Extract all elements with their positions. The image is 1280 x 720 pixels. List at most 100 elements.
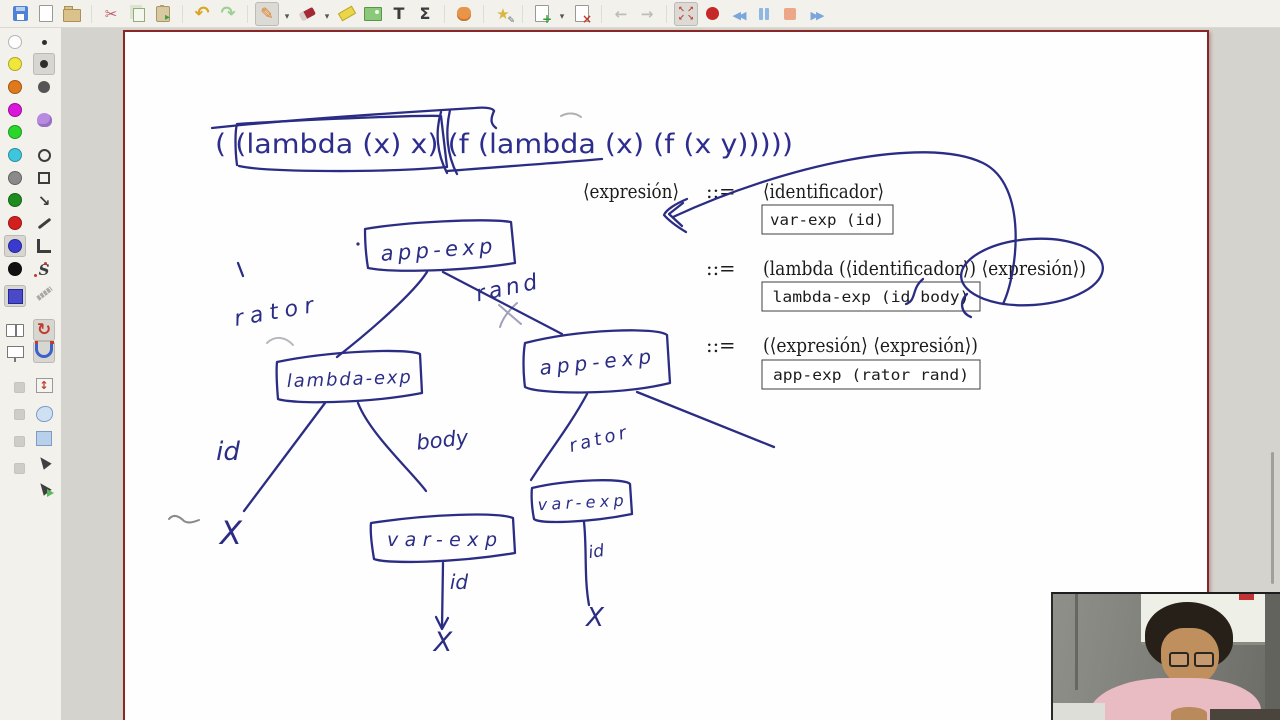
fullscreen-icon: [677, 6, 695, 22]
eraser-blob-button[interactable]: [33, 109, 55, 131]
lambda-highlight-box: [234, 114, 449, 173]
star-pencil-icon: [496, 5, 509, 23]
draw-spline-button[interactable]: [33, 258, 55, 280]
lasso-selection-button[interactable]: [33, 403, 55, 425]
color-cyan-button[interactable]: [4, 144, 26, 166]
new-document-icon: [39, 5, 53, 22]
rewind-button[interactable]: [726, 2, 750, 26]
color-swatch-icon: [8, 125, 22, 139]
color-swatch-icon: [8, 239, 22, 253]
toolbar-separator: [666, 4, 667, 23]
color-green-button[interactable]: [4, 121, 26, 143]
draw-arrow-button[interactable]: [33, 189, 55, 211]
lambda-highlight-hook: [490, 109, 498, 130]
fullscreen-button[interactable]: [674, 1, 698, 26]
play-object-button[interactable]: [33, 477, 55, 499]
webcam-overlay: [1051, 592, 1280, 720]
square-icon: [38, 172, 50, 184]
color-orange-button[interactable]: [4, 76, 26, 98]
pen-tool-button[interactable]: [255, 1, 279, 26]
hand-tool-button[interactable]: [452, 2, 476, 26]
pause-button[interactable]: [752, 2, 776, 26]
fill-color-button[interactable]: [4, 285, 26, 307]
draw-circle-button[interactable]: [33, 144, 55, 166]
record-button[interactable]: [700, 2, 724, 26]
select-object-button[interactable]: [33, 451, 55, 473]
shape-recognizer-button[interactable]: [491, 2, 515, 26]
placeholder-icon: [13, 381, 25, 393]
presenter-hand: [1171, 707, 1207, 720]
save-button[interactable]: [8, 2, 32, 26]
thickness-medium-button[interactable]: [33, 53, 55, 75]
tree-node-label: lambda-exp: [286, 367, 411, 392]
arrow-left-icon: [615, 5, 628, 23]
copy-icon: [132, 8, 145, 22]
inactive-slot-4: [8, 457, 30, 479]
pen-options-dropdown[interactable]: [281, 2, 293, 26]
insert-image-button[interactable]: [361, 2, 385, 26]
stop-button[interactable]: [778, 2, 802, 26]
math-tex-button[interactable]: Σ: [413, 2, 437, 26]
tree-node-label: var-exp: [537, 491, 624, 514]
toolbar-separator: [182, 4, 183, 23]
thickness-thick-button[interactable]: [33, 76, 55, 98]
grammar-pattern-3: (⟨expresión⟩ ⟨expresión⟩): [763, 334, 978, 357]
next-page-button[interactable]: [635, 2, 659, 26]
thickness-fine-button[interactable]: [33, 31, 55, 53]
draw-corner-button[interactable]: [33, 235, 55, 257]
color-blue-button[interactable]: [4, 235, 26, 257]
highlighter-icon: [337, 5, 357, 22]
add-page-button[interactable]: [530, 2, 554, 26]
draw-rectangle-button[interactable]: [33, 167, 55, 189]
grammar-op-1: ::=: [706, 180, 735, 203]
circle-icon: [37, 148, 51, 162]
toolbar-separator: [247, 4, 248, 23]
dual-page-view-button[interactable]: [4, 319, 26, 341]
color-dark-green-button[interactable]: [4, 189, 26, 211]
eraser-tool-button[interactable]: [295, 2, 319, 26]
color-white-button[interactable]: [4, 31, 26, 53]
fast-forward-button[interactable]: [804, 2, 828, 26]
rect-selection-button[interactable]: [33, 427, 55, 449]
highlighter-tool-button[interactable]: [335, 2, 359, 26]
node-box-var-exp-mid: [369, 513, 517, 564]
paste-button[interactable]: [151, 2, 175, 26]
color-swatch-icon: [8, 193, 22, 207]
previous-page-button[interactable]: [609, 2, 633, 26]
ruler-button[interactable]: [33, 282, 55, 304]
selection-rect-icon: [36, 430, 52, 446]
document-page[interactable]: ( (lambda (x) x) (f (lambda (x) (f (x y)…: [123, 30, 1209, 720]
new-document-button[interactable]: [34, 2, 58, 26]
text-tool-button[interactable]: T: [387, 2, 411, 26]
add-page-dropdown[interactable]: [556, 2, 568, 26]
grid-snapping-button[interactable]: [33, 341, 55, 363]
color-gray-button[interactable]: [4, 167, 26, 189]
screen-red-mark: [1239, 594, 1254, 600]
cut-button[interactable]: [99, 2, 123, 26]
grammar-pattern-1: ⟨identificador⟩: [763, 180, 884, 203]
leaf-x: X: [432, 627, 453, 658]
presenter-glasses: [1163, 652, 1219, 667]
inactive-slot-3: [8, 430, 30, 452]
open-file-button[interactable]: [60, 2, 84, 26]
grammar-record-1: var-exp (id): [770, 211, 884, 229]
draw-line-button[interactable]: [33, 212, 55, 234]
identificador-curl: [904, 277, 925, 306]
vertical-arrows-icon: [35, 377, 53, 393]
color-black-button[interactable]: [4, 258, 26, 280]
color-magenta-button[interactable]: [4, 99, 26, 121]
delete-page-button[interactable]: [570, 2, 594, 26]
presenter-face: [1161, 628, 1219, 686]
add-page-icon: [535, 5, 552, 26]
redo-button[interactable]: [216, 2, 240, 26]
color-yellow-button[interactable]: [4, 53, 26, 75]
vertical-scrollbar[interactable]: [1271, 452, 1274, 584]
copy-button[interactable]: [125, 2, 149, 26]
eraser-options-dropdown[interactable]: [321, 2, 333, 26]
rotation-snapping-button[interactable]: [33, 319, 55, 341]
undo-button[interactable]: [190, 2, 214, 26]
vertical-space-button[interactable]: [33, 374, 55, 396]
grammar-block: ⟨expresión⟩ ::= ⟨identificador⟩ var-exp …: [583, 180, 1086, 390]
color-red-button[interactable]: [4, 212, 26, 234]
presentation-mode-button[interactable]: [4, 341, 26, 363]
